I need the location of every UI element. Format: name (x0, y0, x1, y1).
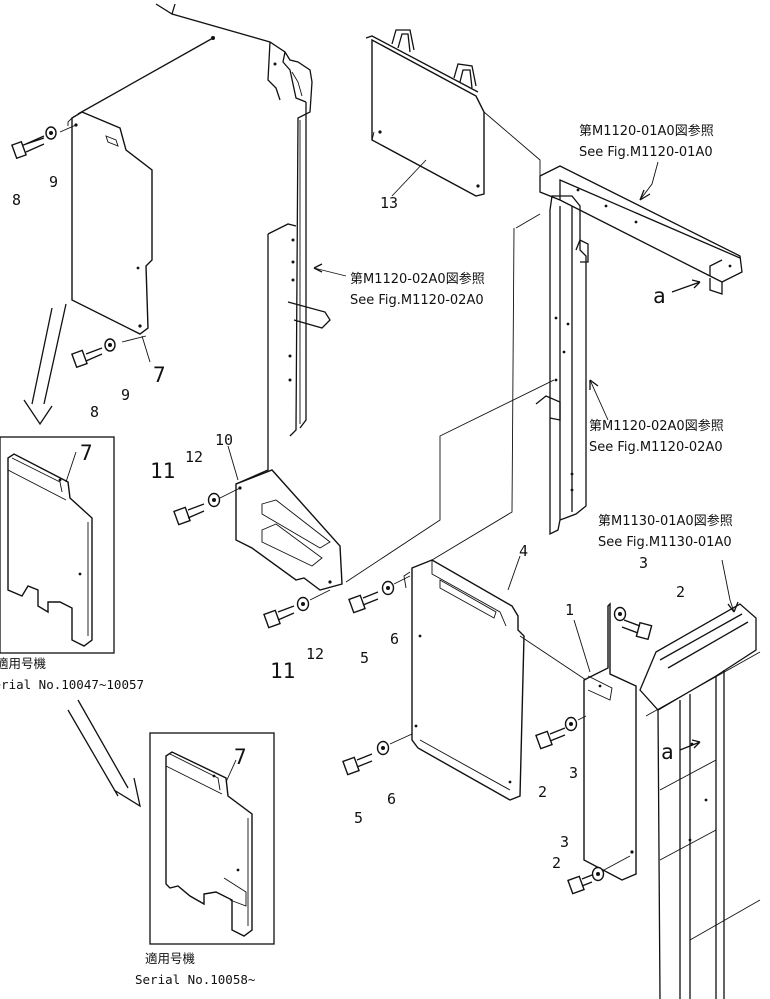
inset-1 (0, 436, 115, 654)
inset-2-serial: Serial No.10058~ (135, 972, 255, 987)
callout-7c: 7 (234, 745, 247, 769)
callout-8b: 8 (90, 403, 99, 421)
ref-arrow-1 (639, 189, 651, 201)
view-mark-a-2: a (661, 740, 674, 764)
callout-9b: 9 (121, 386, 130, 404)
left-panel (11, 37, 214, 369)
ref-en-4: See Fig.M1130-01A0 (598, 535, 732, 550)
callout-7b: 7 (80, 441, 93, 465)
ref-jp-3: 第M1120-02A0図参照 (589, 418, 724, 434)
callout-3a: 3 (639, 554, 648, 572)
callout-12a: 12 (185, 448, 203, 466)
inset-arrow-1 (23, 303, 67, 426)
callout-1: 1 (565, 601, 574, 619)
callout-13: 13 (380, 194, 398, 212)
panel-4 (342, 559, 525, 801)
callout-7a: 7 (153, 363, 166, 387)
leader-7 (141, 335, 151, 363)
view-arrow-2 (679, 739, 701, 751)
panel-10 (173, 469, 343, 629)
right-beam (539, 165, 743, 295)
callout-10: 10 (215, 431, 233, 449)
ref-leader-3 (589, 379, 609, 421)
panel-1 (519, 602, 653, 895)
callout-11a: 11 (150, 459, 175, 483)
ref-jp-2: 第M1120-02A0図参照 (350, 271, 485, 287)
view-arrow-1 (671, 279, 701, 293)
leader-10 (227, 445, 239, 481)
callout-11b: 11 (270, 659, 295, 683)
leader-1 (573, 619, 591, 673)
ref-jp-1: 第M1120-01A0図参照 (579, 123, 714, 139)
inset-1-serial: Serial No.10047~10057 (0, 677, 144, 692)
callout-9a: 9 (49, 173, 58, 191)
callout-3c: 3 (560, 833, 569, 851)
ref-jp-4: 第M1130-01A0図参照 (598, 513, 733, 529)
callout-6b: 6 (387, 790, 396, 808)
ref-en-2: See Fig.M1120-02A0 (350, 293, 484, 308)
callout-6a: 6 (390, 630, 399, 648)
reference-labels: 第M1120-01A0図参照 See Fig.M1120-01A0 第M1120… (350, 123, 733, 550)
callout-2a: 2 (676, 583, 685, 601)
callout-2b: 2 (538, 783, 547, 801)
cab-frame (639, 603, 761, 999)
callout-4: 4 (519, 542, 528, 560)
ref-arrow-3 (589, 379, 599, 390)
ref-en-3: See Fig.M1120-02A0 (589, 440, 723, 455)
upper-frame (155, 3, 331, 485)
callout-5a: 5 (360, 649, 369, 667)
callout-5b: 5 (354, 809, 363, 827)
callouts: 1 2 2 2 3 3 3 4 5 5 6 6 7 7 7 8 8 9 9 10… (12, 173, 685, 872)
ref-en-1: See Fig.M1120-01A0 (579, 145, 713, 160)
view-mark-a-1: a (653, 284, 666, 308)
right-pillar (345, 195, 589, 583)
ref-arrow-4 (727, 601, 739, 613)
callout-2c: 2 (552, 854, 561, 872)
leader-13 (391, 159, 427, 197)
inset-2 (149, 732, 275, 945)
callout-3b: 3 (569, 764, 578, 782)
panel-13 (365, 29, 541, 197)
ref-leader-2 (313, 267, 347, 277)
inset-1-applicable: 適用号機 (0, 656, 47, 671)
callout-12b: 12 (306, 645, 324, 663)
ref-leader-1 (639, 161, 659, 201)
callout-8a: 8 (12, 191, 21, 209)
ref-arrow-2 (313, 263, 323, 273)
inset-2-applicable: 適用号機 (145, 951, 196, 966)
inset-captions: 適用号機 Serial No.10047~10057 適用号機 Serial N… (0, 656, 255, 987)
ref-leader-4 (721, 559, 735, 613)
inset-arrow-2 (67, 699, 141, 808)
leader-4 (507, 555, 521, 591)
